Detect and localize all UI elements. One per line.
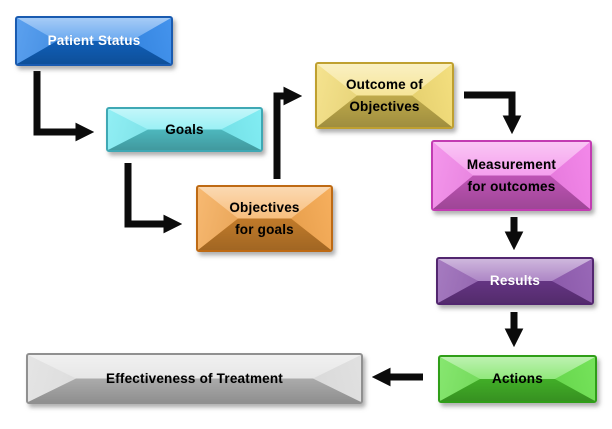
arrow-patient-status-to-goals bbox=[33, 71, 95, 142]
node-label: Outcome of Objectives bbox=[345, 76, 423, 114]
node-label: Goals bbox=[165, 121, 204, 137]
node-goals: Goals bbox=[106, 107, 263, 152]
node-results: Results bbox=[436, 257, 594, 305]
node-label: Measurement for outcomes bbox=[466, 156, 557, 194]
node-label: Patient Status bbox=[47, 33, 141, 49]
node-label: Results bbox=[489, 273, 541, 289]
node-actions: Actions bbox=[438, 355, 597, 403]
node-measurement-for-outcomes: Measurement for outcomes bbox=[431, 140, 592, 211]
node-label: Actions bbox=[492, 371, 543, 387]
arrow-outcome-of-objectives-to-measurement-for-outcomes bbox=[464, 91, 522, 135]
arrow-objectives-for-goals-to-outcome-of-objectives bbox=[273, 86, 303, 179]
node-label: Effectiveness of Treatment bbox=[105, 370, 283, 386]
node-outcome-of-objectives: Outcome of Objectives bbox=[315, 62, 454, 129]
node-effectiveness-of-treatment: Effectiveness of Treatment bbox=[26, 353, 363, 404]
node-objectives-for-goals: Objectives for goals bbox=[196, 185, 333, 252]
arrow-goals-to-objectives-for-goals bbox=[124, 163, 183, 234]
node-label: Objectives for goals bbox=[229, 199, 300, 237]
node-patient-status: Patient Status bbox=[15, 16, 173, 66]
